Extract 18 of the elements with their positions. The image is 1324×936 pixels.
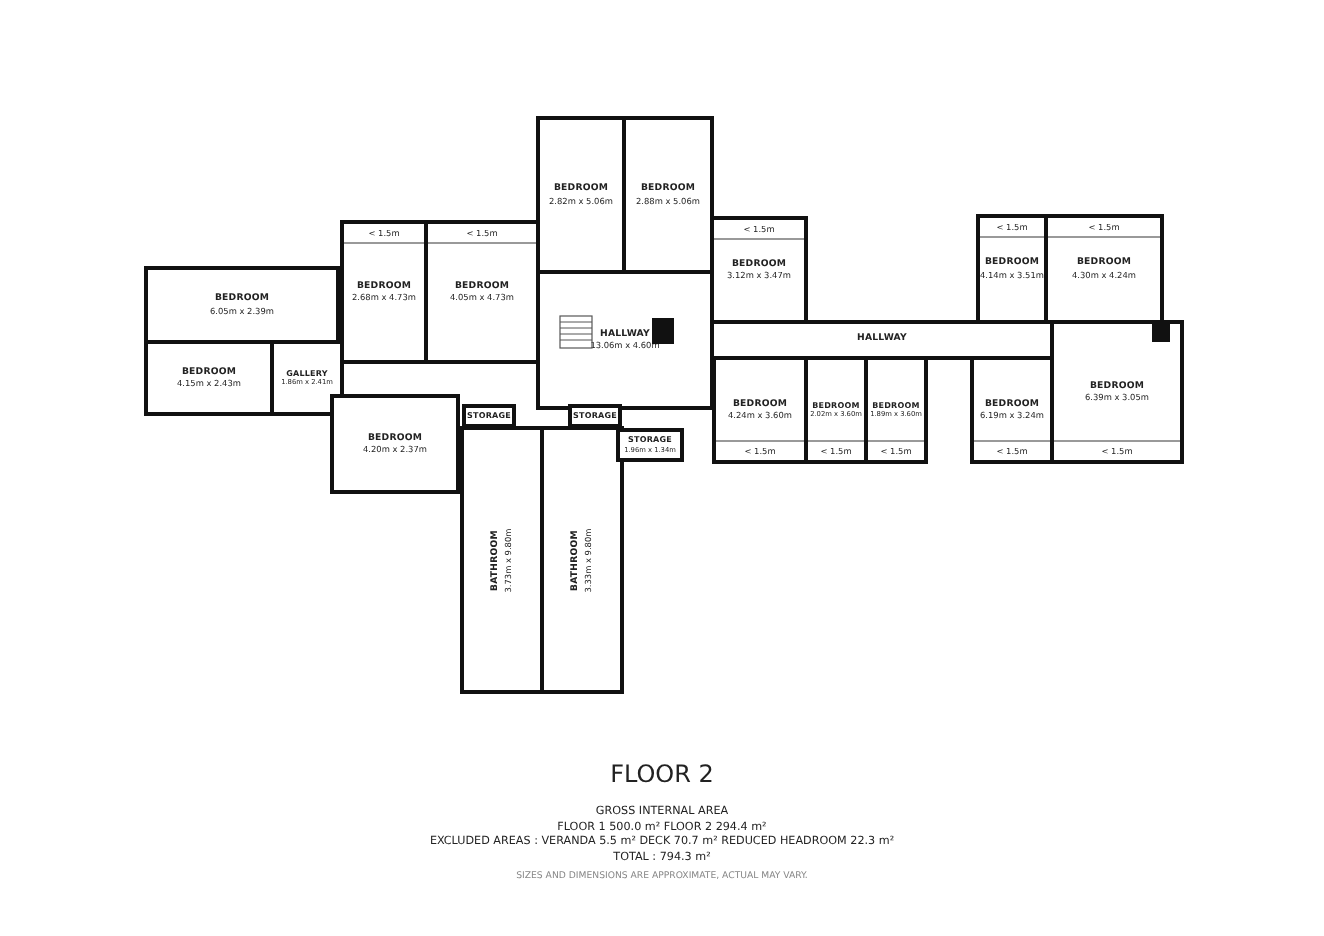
- room-outline: [710, 216, 808, 324]
- room-outline: [330, 394, 460, 494]
- room-outline: [540, 426, 624, 694]
- room-outline: [462, 404, 516, 428]
- room-outline: [460, 426, 544, 694]
- room-outline: [1050, 320, 1184, 464]
- room-outline: [712, 356, 808, 464]
- room-outline: [144, 340, 274, 416]
- room-outline: [424, 220, 540, 364]
- floor-title: FLOOR 2: [610, 760, 714, 788]
- room-outline: [340, 220, 428, 364]
- room-outline: [976, 214, 1048, 324]
- room-outline: [970, 356, 1054, 464]
- room-outline: [616, 428, 684, 462]
- room-outline: [568, 404, 622, 428]
- room-outline: [864, 356, 928, 464]
- room-outline: [1044, 214, 1164, 324]
- room-outline: [144, 266, 340, 344]
